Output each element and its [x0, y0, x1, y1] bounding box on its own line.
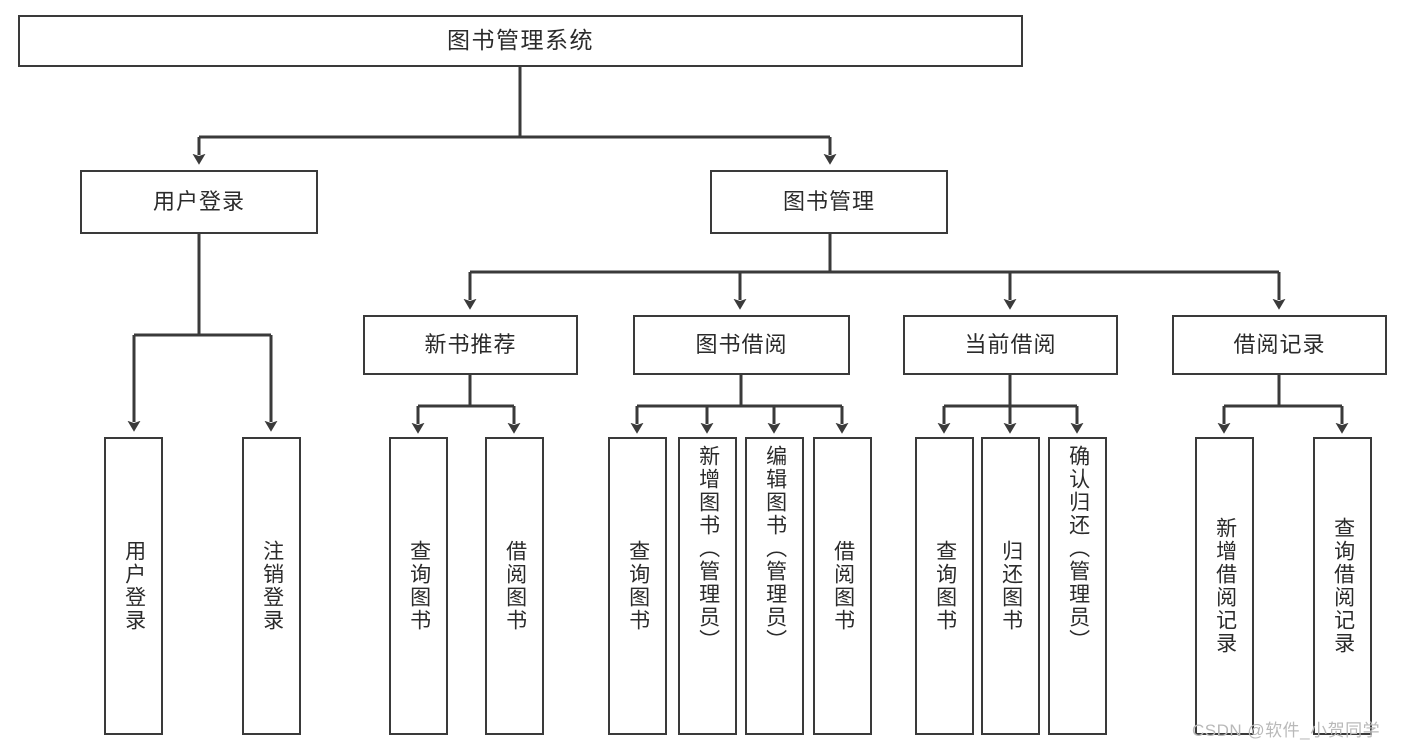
node-leaf-label: 查询借阅记录 — [1331, 517, 1355, 655]
node-leaf-12[interactable]: 查询借阅记录 — [1313, 437, 1372, 735]
node-leaf-8[interactable]: 查询图书 — [915, 437, 974, 735]
node-leaf-2[interactable]: 查询图书 — [389, 437, 448, 735]
node-level2-1[interactable]: 图书管理 — [710, 170, 948, 234]
node-leaf-label: 借阅图书 — [831, 540, 855, 632]
node-leaf-9[interactable]: 归还图书 — [981, 437, 1040, 735]
node-root[interactable]: 图书管理系统 — [18, 15, 1023, 67]
node-level2-0[interactable]: 用户登录 — [80, 170, 318, 234]
node-leaf-label: 归还图书 — [999, 540, 1023, 632]
node-leaf-label: 注销登录 — [260, 540, 284, 632]
node-leaf-label: 用户登录 — [122, 540, 146, 632]
node-leaf-6[interactable]: 编辑图书（管理员） — [745, 437, 804, 735]
node-leaf-3[interactable]: 借阅图书 — [485, 437, 544, 735]
node-leaf-label: 查询图书 — [933, 540, 957, 632]
node-leaf-label: 查询图书 — [407, 540, 431, 632]
node-leaf-label: 新增借阅记录 — [1213, 517, 1237, 655]
node-leaf-label: 查询图书 — [626, 540, 650, 632]
node-level3-1[interactable]: 图书借阅 — [633, 315, 850, 375]
node-level3-2[interactable]: 当前借阅 — [903, 315, 1118, 375]
node-leaf-10[interactable]: 确认归还（管理员） — [1048, 437, 1107, 735]
node-level3-0[interactable]: 新书推荐 — [363, 315, 578, 375]
node-leaf-label: 编辑图书（管理员） — [763, 445, 787, 652]
node-leaf-label: 借阅图书 — [503, 540, 527, 632]
node-leaf-11[interactable]: 新增借阅记录 — [1195, 437, 1254, 735]
node-leaf-label: 新增图书（管理员） — [696, 445, 720, 652]
node-level3-3[interactable]: 借阅记录 — [1172, 315, 1387, 375]
node-leaf-label: 确认归还（管理员） — [1066, 445, 1090, 652]
node-leaf-7[interactable]: 借阅图书 — [813, 437, 872, 735]
node-leaf-4[interactable]: 查询图书 — [608, 437, 667, 735]
node-leaf-5[interactable]: 新增图书（管理员） — [678, 437, 737, 735]
node-leaf-0[interactable]: 用户登录 — [104, 437, 163, 735]
csdn-watermark: CSDN @软件_小贺同学 — [1192, 721, 1381, 740]
node-leaf-1[interactable]: 注销登录 — [242, 437, 301, 735]
